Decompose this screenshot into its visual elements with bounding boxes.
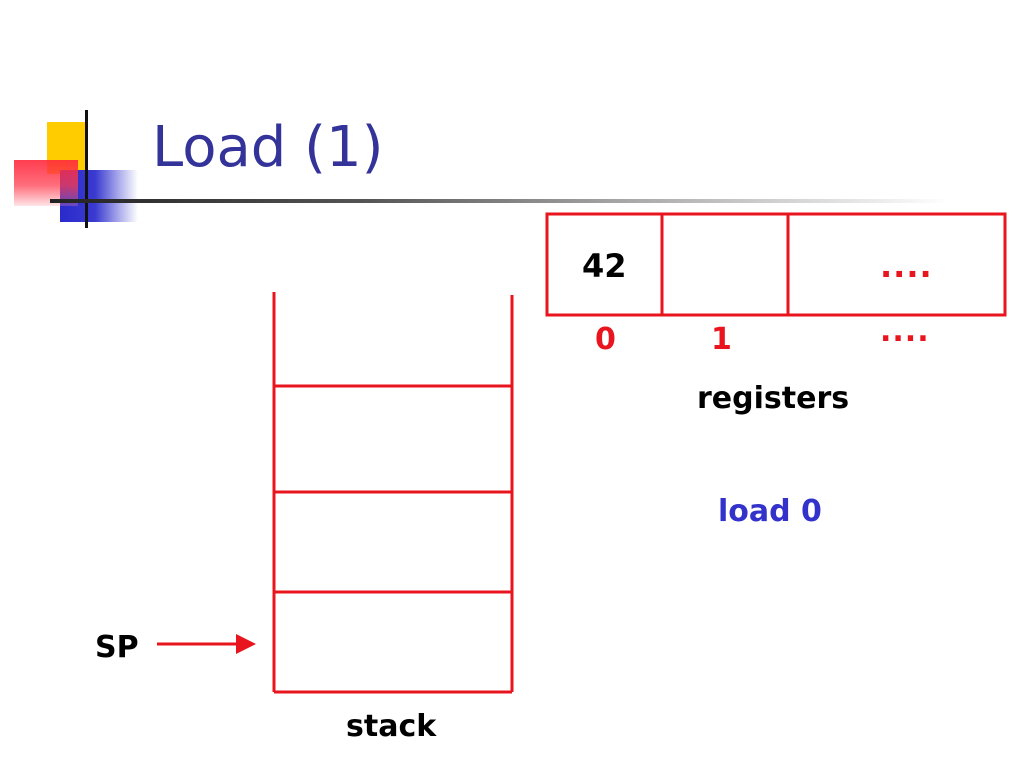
register-cell-0-value: 42	[582, 247, 627, 285]
registers-array	[545, 212, 1007, 317]
logo-vertical-line	[85, 110, 88, 228]
sp-arrow	[157, 634, 256, 654]
stack-frame	[272, 292, 514, 694]
title-underline	[50, 199, 950, 203]
register-index-rest: ....	[880, 314, 930, 349]
register-index-1: 1	[711, 322, 732, 357]
stack-caption: stack	[346, 709, 437, 744]
sp-arrow-head	[236, 634, 256, 654]
instruction-text: load 0	[718, 494, 822, 529]
register-cell-rest-value: ....	[880, 247, 933, 285]
stack-pointer-label: SP	[95, 630, 139, 665]
register-index-0: 0	[595, 322, 616, 357]
register-outline	[545, 212, 1007, 317]
red-square	[14, 160, 78, 206]
corner-logo	[0, 110, 150, 230]
registers-caption: registers	[697, 381, 850, 416]
slide-title: Load (1)	[152, 115, 384, 180]
